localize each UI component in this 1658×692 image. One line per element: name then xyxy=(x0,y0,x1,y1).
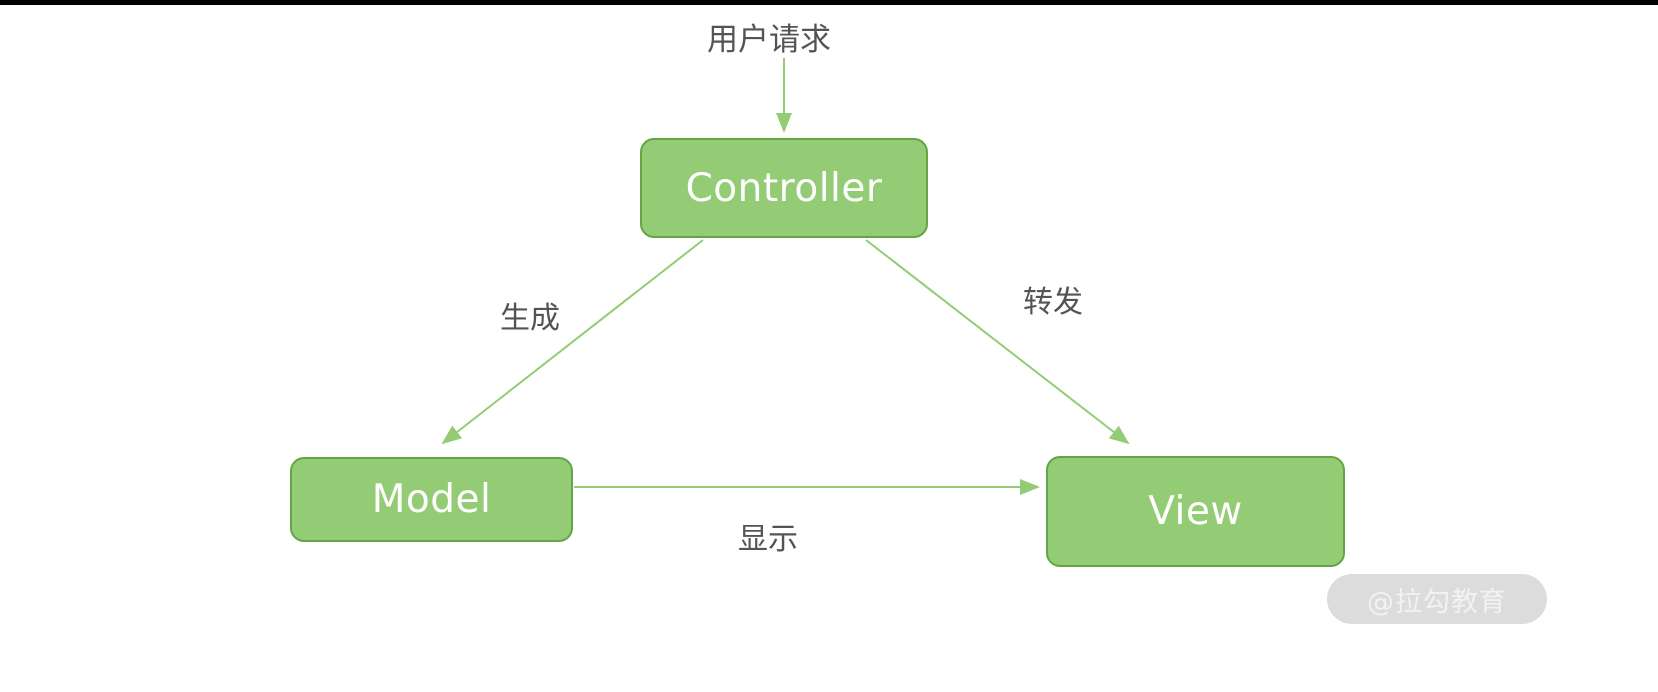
edge-label-display: 显示 xyxy=(738,522,798,557)
node-controller[interactable]: Controller xyxy=(640,138,928,238)
edge-forward xyxy=(865,239,1130,445)
node-model[interactable]: Model xyxy=(290,457,573,542)
edge-label-forward: 转发 xyxy=(1023,285,1083,320)
edge-generate xyxy=(441,239,704,445)
node-view[interactable]: View xyxy=(1046,456,1345,567)
edge-label-generate: 生成 xyxy=(500,301,560,336)
edge-label-request: 用户请求 xyxy=(707,22,831,58)
watermark-badge: @拉勾教育 xyxy=(1327,574,1547,624)
top-black-bar xyxy=(0,0,1658,5)
